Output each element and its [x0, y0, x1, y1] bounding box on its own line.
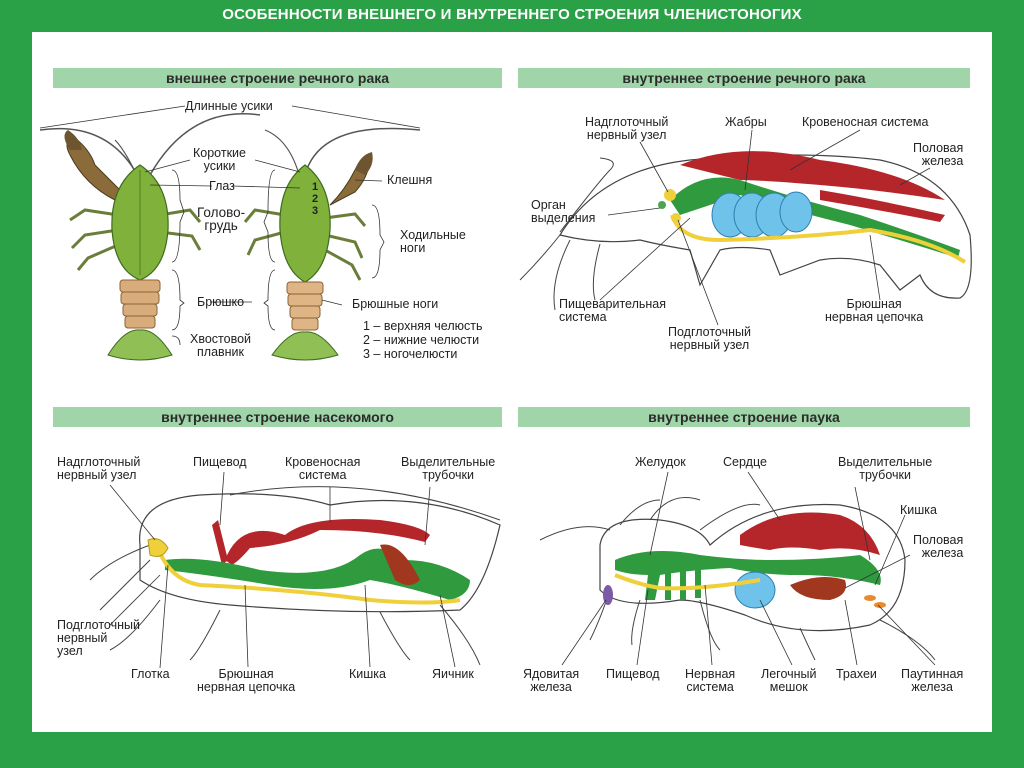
mouthpart-number-1: 1	[312, 181, 319, 193]
label-circulatory-crayfish: Кровеносная система	[802, 115, 929, 129]
label-stomach: Желудок	[635, 455, 686, 469]
label-sub-ganglion-crayfish: Подглоточный нервный узел	[668, 325, 751, 352]
label-abdominal-legs: Брюшные ноги	[352, 297, 439, 311]
label-pharynx: Глотка	[131, 667, 170, 681]
label-supra-ganglion-crayfish: Надглоточный нервный узел	[585, 115, 669, 142]
label-circulatory-insect: Кровеносная система	[285, 455, 361, 482]
insect-internal-illustration	[89, 486, 501, 666]
label-heart: Сердце	[723, 455, 767, 469]
label-nerve-chain-crayfish: Брюшная нервная цепочка	[825, 297, 924, 324]
label-ovary: Яичник	[432, 667, 474, 681]
insect-internal-leaders	[109, 471, 456, 669]
label-abdomen: Брюшко	[197, 295, 245, 309]
label-gonad-crayfish: Половая железа	[913, 141, 964, 168]
crayfish-ventral-illustration	[243, 127, 421, 361]
crayfish-external-leaders	[39, 105, 421, 346]
label-silk-gland: Паутинная железа	[901, 667, 964, 694]
panel-heading-insect-internal: внутреннее строение насекомого	[53, 407, 502, 427]
legend-item-1: 1 – верхняя челюсть	[363, 319, 483, 333]
label-digestive-system: Пищеварительная система	[559, 297, 667, 324]
legend-item-2: 2 – нижние челюсти	[363, 333, 480, 347]
panel-heading-spider-internal: внутреннее строение паука	[518, 407, 970, 427]
spider-internal-illustration	[539, 497, 936, 661]
label-supra-ganglion-insect: Надглоточный нервный узел	[57, 455, 141, 482]
label-sub-ganglion-insect: Подглоточный нервный узел	[57, 618, 140, 658]
label-intestine-insect: Кишка	[349, 667, 386, 681]
label-claw: Клешня	[387, 173, 433, 187]
label-lung: Легочный мешок	[761, 667, 817, 694]
legend-item-3: 3 – ногочелюсти	[363, 347, 458, 361]
label-eye: Глаз	[209, 179, 235, 193]
label-malpighian-insect: Выделительные трубочки	[401, 455, 496, 482]
mouthpart-number-3: 3	[312, 205, 319, 217]
label-excretory-organ: Орган выделения	[531, 198, 596, 225]
spider-internal-leaders	[561, 471, 936, 666]
crayfish-dorsal-illustration	[39, 113, 261, 361]
label-tail-fin: Хвостовой плавник	[190, 332, 252, 359]
label-esophagus-spider: Пищевод	[606, 667, 660, 681]
crayfish-internal-illustration	[519, 151, 972, 311]
panel-heading-crayfish-internal: внутреннее строение речного рака	[518, 68, 970, 88]
crayfish-internal-leaders	[599, 129, 931, 326]
label-gills: Жабры	[725, 115, 767, 129]
label-tracheae: Трахеи	[836, 667, 877, 681]
label-walking-legs: Ходильные ноги	[400, 228, 466, 255]
label-short-antennae: Короткие усики	[193, 146, 246, 173]
label-nerve-chain-insect: Брюшная нервная цепочка	[197, 667, 296, 694]
panel-heading-crayfish-external: внешнее строение речного рака	[53, 68, 502, 88]
label-long-antennae: Длинные усики	[185, 99, 273, 113]
poster-title: ОСОБЕННОСТИ ВНЕШНЕГО И ВНУТРЕННЕГО СТРОЕ…	[222, 6, 802, 23]
mouthpart-number-2: 2	[312, 193, 319, 205]
label-intestine-spider: Кишка	[900, 503, 937, 517]
label-venom-gland: Ядовитая железа	[523, 667, 580, 694]
label-esophagus-insect: Пищевод	[193, 455, 247, 469]
label-cephalothorax: Голово- грудь	[197, 205, 246, 233]
label-malpighian-spider: Выделительные трубочки	[838, 455, 933, 482]
label-nervous-system: Нервная система	[685, 667, 736, 694]
label-gonad-spider: Половая железа	[913, 533, 964, 560]
